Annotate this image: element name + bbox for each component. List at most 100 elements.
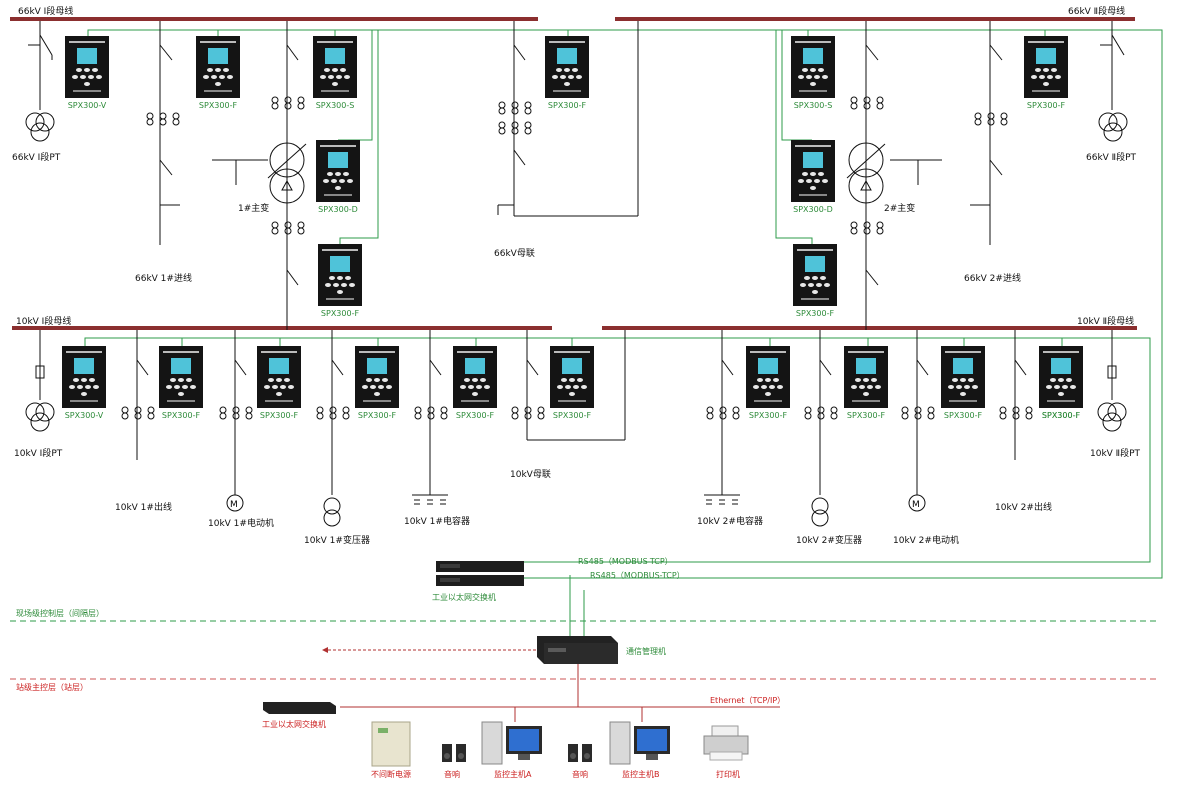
relay-key[interactable] bbox=[972, 385, 978, 389]
relay-key[interactable] bbox=[166, 385, 172, 389]
relay-key[interactable] bbox=[341, 283, 347, 287]
relay-key[interactable] bbox=[814, 75, 820, 79]
relay-key[interactable] bbox=[88, 75, 94, 79]
relay-transformer1-low[interactable]: SPX300-F bbox=[318, 244, 362, 318]
relay-key[interactable] bbox=[968, 378, 974, 382]
relay-lv1-pt[interactable]: SPX300-V bbox=[62, 346, 106, 420]
relay-key[interactable] bbox=[777, 385, 783, 389]
relay-key[interactable] bbox=[472, 392, 478, 396]
relay-key[interactable] bbox=[190, 385, 196, 389]
relay-key[interactable] bbox=[340, 68, 346, 72]
relay-key[interactable] bbox=[806, 75, 812, 79]
relay-key[interactable] bbox=[327, 172, 333, 176]
relay-hv-incoming2[interactable]: SPX300-F bbox=[1024, 36, 1068, 110]
relay-key[interactable] bbox=[812, 290, 818, 294]
relay-key[interactable] bbox=[964, 385, 970, 389]
relay-transformer1-main[interactable]: SPX300-S bbox=[313, 36, 357, 110]
relay-key[interactable] bbox=[268, 378, 274, 382]
ethernet-switch-top[interactable] bbox=[436, 561, 524, 586]
relay-key[interactable] bbox=[1058, 378, 1064, 382]
relay-key[interactable] bbox=[863, 378, 869, 382]
relay-key[interactable] bbox=[329, 276, 335, 280]
relay-key[interactable] bbox=[557, 385, 563, 389]
relay-lv1-out[interactable]: SPX300-F bbox=[159, 346, 203, 420]
relay-key[interactable] bbox=[820, 276, 826, 280]
relay-key[interactable] bbox=[178, 392, 184, 396]
relay-key[interactable] bbox=[1070, 385, 1076, 389]
relay-key[interactable] bbox=[867, 385, 873, 389]
relay-key[interactable] bbox=[773, 378, 779, 382]
relay-key[interactable] bbox=[335, 186, 341, 190]
relay-key[interactable] bbox=[960, 392, 966, 396]
relay-key[interactable] bbox=[382, 378, 388, 382]
relay-key[interactable] bbox=[378, 385, 384, 389]
relay-key[interactable] bbox=[765, 392, 771, 396]
relay-key[interactable] bbox=[460, 385, 466, 389]
relay-key[interactable] bbox=[1047, 75, 1053, 79]
speaker-icon[interactable] bbox=[568, 744, 592, 762]
relay-key[interactable] bbox=[264, 385, 270, 389]
relay-key[interactable] bbox=[84, 68, 90, 72]
relay-key[interactable] bbox=[960, 378, 966, 382]
relay-lv2-motor[interactable]: SPX300-F bbox=[941, 346, 985, 420]
relay-key[interactable] bbox=[556, 68, 562, 72]
relay-key[interactable] bbox=[757, 378, 763, 382]
relay-lv1-cap[interactable]: SPX300-F bbox=[453, 346, 497, 420]
relay-key[interactable] bbox=[808, 283, 814, 287]
relay-key[interactable] bbox=[223, 68, 229, 72]
relay-key[interactable] bbox=[336, 75, 342, 79]
relay-key[interactable] bbox=[1062, 385, 1068, 389]
relay-key[interactable] bbox=[203, 75, 209, 79]
relay-key[interactable] bbox=[276, 378, 282, 382]
relay-key[interactable] bbox=[581, 385, 587, 389]
relay-transformer2-low[interactable]: SPX300-F bbox=[793, 244, 837, 318]
relay-key[interactable] bbox=[572, 68, 578, 72]
relay-key[interactable] bbox=[1046, 385, 1052, 389]
relay-lv-tie[interactable]: SPX300-F bbox=[550, 346, 594, 420]
relay-key[interactable] bbox=[1035, 68, 1041, 72]
relay-key[interactable] bbox=[576, 75, 582, 79]
relay-key[interactable] bbox=[343, 172, 349, 176]
relay-key[interactable] bbox=[824, 283, 830, 287]
relay-key[interactable] bbox=[288, 385, 294, 389]
relay-key[interactable] bbox=[284, 378, 290, 382]
relay-key[interactable] bbox=[956, 385, 962, 389]
relay-lv2-pt[interactable]: SPX300-F bbox=[1039, 346, 1083, 420]
relay-key[interactable] bbox=[337, 276, 343, 280]
relay-key[interactable] bbox=[219, 75, 225, 79]
relay-key[interactable] bbox=[851, 385, 857, 389]
relay-key[interactable] bbox=[1039, 75, 1045, 79]
relay-key[interactable] bbox=[1031, 75, 1037, 79]
relay-hv-tie[interactable]: SPX300-F bbox=[545, 36, 589, 110]
relay-key[interactable] bbox=[468, 385, 474, 389]
relay-key[interactable] bbox=[1055, 75, 1061, 79]
relay-key[interactable] bbox=[328, 75, 334, 79]
relay-key[interactable] bbox=[215, 82, 221, 86]
relay-key[interactable] bbox=[863, 392, 869, 396]
relay-key[interactable] bbox=[802, 68, 808, 72]
relay-key[interactable] bbox=[573, 385, 579, 389]
relay-key[interactable] bbox=[476, 385, 482, 389]
relay-key[interactable] bbox=[337, 290, 343, 294]
relay-key[interactable] bbox=[565, 385, 571, 389]
relay-key[interactable] bbox=[812, 276, 818, 280]
relay-key[interactable] bbox=[84, 82, 90, 86]
monitor-host-a-icon[interactable] bbox=[481, 721, 542, 765]
relay-key[interactable] bbox=[77, 385, 83, 389]
relay-key[interactable] bbox=[347, 179, 353, 183]
relay-key[interactable] bbox=[810, 186, 816, 190]
relay-key[interactable] bbox=[814, 179, 820, 183]
speaker-icon[interactable] bbox=[442, 744, 466, 762]
relay-key[interactable] bbox=[81, 392, 87, 396]
relay-key[interactable] bbox=[855, 378, 861, 382]
relay-key[interactable] bbox=[810, 82, 816, 86]
relay-key[interactable] bbox=[564, 82, 570, 86]
relay-key[interactable] bbox=[81, 378, 87, 382]
relay-key[interactable] bbox=[761, 385, 767, 389]
relay-key[interactable] bbox=[178, 378, 184, 382]
relay-key[interactable] bbox=[320, 75, 326, 79]
relay-key[interactable] bbox=[822, 179, 828, 183]
relay-key[interactable] bbox=[325, 283, 331, 287]
relay-key[interactable] bbox=[875, 385, 881, 389]
relay-key[interactable] bbox=[1058, 392, 1064, 396]
